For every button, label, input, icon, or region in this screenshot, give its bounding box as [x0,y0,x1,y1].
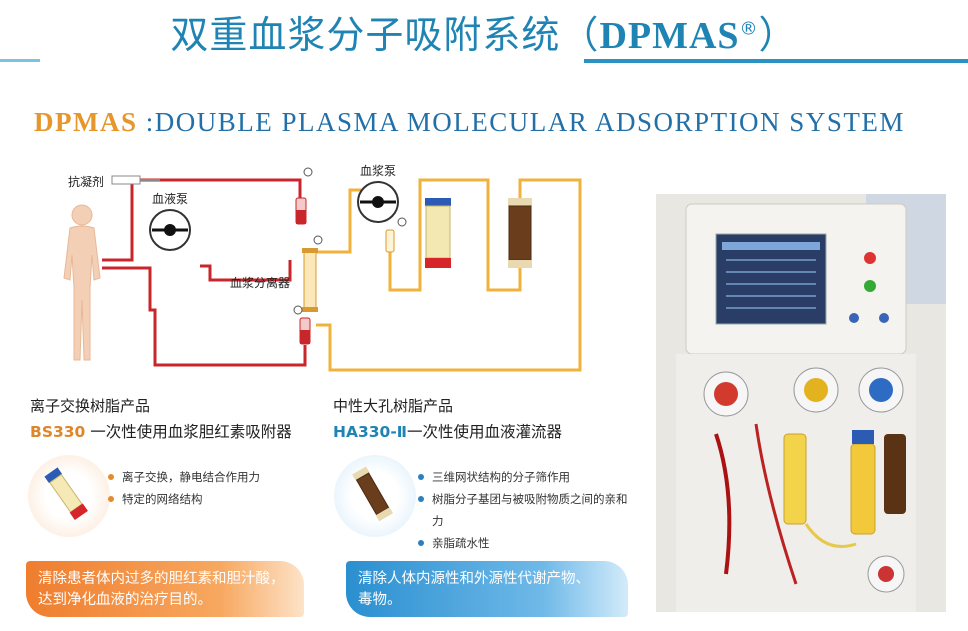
right-feature-item: 亲脂疏水性 [418,532,638,554]
pressure-gauge-icon [293,167,407,315]
anticoagulant-syringe-icon [111,175,160,185]
left-banner-line: 清除患者体内过多的胆红素和胆汁酸， [38,571,285,587]
blood-pump-icon [149,209,191,251]
left-banner-line: 达到净化血液的治疗目的。 [38,592,212,608]
left-summary-banner: 清除患者体内过多的胆红素和胆汁酸， 达到净化血液的治疗目的。 [26,561,304,617]
title-brand: DPMAS [599,15,740,57]
plasma-separator-label: 血浆分离器 [230,275,290,290]
left-feature-item: 离子交换，静电结合作用力 [108,466,308,488]
drip-chamber-plasma-icon [385,229,395,253]
ha330-cartridge-icon [508,198,532,268]
left-feature-list: 离子交换，静电结合作用力 特定的网络结构 [108,466,308,510]
patient-figure-icon [63,204,101,361]
drip-chamber-bottom-icon [299,317,311,345]
plasma-separator-icon [302,248,318,312]
header-rule-left [0,59,40,62]
ha330-product-icon [352,466,394,522]
left-product-name: BS330 一次性使用血浆胆红素吸附器 [30,420,292,442]
left-product-title: 一次性使用血浆胆红素吸附器 [85,423,292,441]
right-banner-line: 毒物。 [358,592,402,608]
registered-mark: ® [739,18,759,40]
right-product-code: HA330-Ⅱ [333,423,407,441]
system-subtitle: DPMAS :DOUBLE PLASMA MOLECULAR ADSORPTIO… [34,107,934,138]
right-feature-item: 树脂分子基团与被吸附物质之间的亲和力 [418,488,638,532]
blood-pump-label: 血液泵 [152,191,188,206]
left-product-code: BS330 [30,423,86,441]
subtitle-acronym: DPMAS [34,107,138,137]
right-summary-banner: 清除人体内源性和外源性代谢产物、 毒物。 [346,561,628,617]
title-close: ） [758,13,798,57]
right-product-category: 中性大孔树脂产品 [333,397,454,415]
page-title: 双重血浆分子吸附系统（DPMAS®） [0,4,968,59]
left-product-category: 离子交换树脂产品 [30,397,151,415]
right-product-title: 一次性使用血液灌流器 [406,423,562,441]
plasma-pump-icon [357,181,399,223]
circuit-diagram: 抗凝剂 血液泵 血浆泵 血浆分离器 [63,163,582,372]
right-feature-item: 三维网状结构的分子筛作用 [418,466,638,488]
left-feature-item: 特定的网络结构 [108,488,308,510]
right-product-name: HA330-Ⅱ一次性使用血液灌流器 [333,420,562,442]
bs330-adsorber-icon [425,198,451,268]
plasma-pump-label: 血浆泵 [360,163,396,178]
drip-chamber-top-icon [295,197,307,225]
title-chinese: 双重血浆分子吸附系统（ [170,13,600,57]
blood-purification-machine-photo [656,194,946,612]
right-feature-list: 三维网状结构的分子筛作用 树脂分子基团与被吸附物质之间的亲和力 亲脂疏水性 [418,466,638,554]
bs330-product-icon [44,467,88,521]
subtitle-full: :DOUBLE PLASMA MOLECULAR ADSORPTION SYST… [137,107,905,137]
right-banner-line: 清除人体内源性和外源性代谢产物、 [358,571,590,587]
blood-line [102,178,307,367]
header-rule-right [584,59,968,63]
anticoagulant-label: 抗凝剂 [68,174,104,189]
